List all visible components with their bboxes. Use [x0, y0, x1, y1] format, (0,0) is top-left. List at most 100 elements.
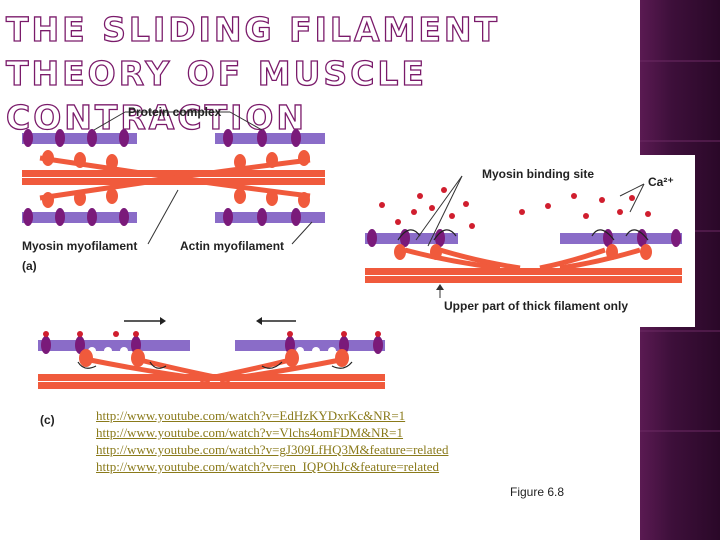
- myosin-binding-site-label: Myosin binding site: [482, 167, 594, 181]
- calcium-ion: [469, 223, 475, 229]
- calcium-ion: [645, 211, 651, 217]
- myosin-head: [430, 244, 442, 260]
- calcium-ion: [77, 331, 83, 337]
- protein-complex: [55, 129, 65, 147]
- protein-complex: [87, 129, 97, 147]
- actin-filament: [22, 133, 137, 144]
- myosin-head: [131, 349, 145, 367]
- calcium-ion: [617, 209, 623, 215]
- calcium-ion: [133, 331, 139, 337]
- myosin-strand: [439, 247, 521, 271]
- myosin-strand: [404, 247, 501, 271]
- video-links: http://www.youtube.com/watch?v=EdHzKYDxr…: [96, 407, 496, 475]
- myosin-filament: [22, 178, 325, 185]
- calcium-ion: [375, 331, 381, 337]
- myosin-filament: [38, 382, 385, 389]
- myosin-head: [42, 150, 54, 166]
- myosin-head: [640, 244, 652, 260]
- calcium-ion: [417, 193, 423, 199]
- protein-complex: [87, 208, 97, 226]
- panel-a: Protein complex Myosin myofilament Actin…: [22, 105, 325, 273]
- protein-complex: [257, 208, 267, 226]
- myosin-strand: [219, 357, 341, 383]
- myosin-head: [285, 349, 299, 367]
- power-stroke-arrow: [331, 361, 353, 369]
- power-stroke-arrow: [261, 361, 283, 369]
- actin-filament: [365, 233, 458, 244]
- calcium-ion: [43, 331, 49, 337]
- myosin-head: [394, 244, 406, 260]
- arrowhead: [256, 317, 262, 325]
- myosin-head: [266, 190, 278, 206]
- myosin-head: [79, 349, 93, 367]
- leader-line: [629, 183, 645, 213]
- leader-line: [415, 175, 463, 241]
- power-stroke-arrow: [149, 361, 167, 369]
- actin-filament: [22, 212, 137, 223]
- decorative-side-band: [640, 0, 720, 540]
- protein-complex: [23, 208, 33, 226]
- calcium-ion: [341, 331, 347, 337]
- protein-complex: [367, 229, 377, 247]
- leader-line: [427, 175, 463, 247]
- calcium-ion: [629, 195, 635, 201]
- myosin-head: [74, 152, 86, 168]
- protein-complex: [291, 129, 301, 147]
- arrowhead: [160, 317, 166, 325]
- actin-myofilament-label: Actin myofilament: [180, 239, 284, 253]
- calcium-ion: [599, 197, 605, 203]
- myosin-myofilament-label: Myosin myofilament: [22, 239, 137, 253]
- binding-arrow: [591, 229, 615, 241]
- panel-c: (c): [38, 317, 385, 427]
- protein-complex-label: Protein complex: [128, 105, 222, 119]
- leader-line: [619, 183, 645, 197]
- actin-filament: [560, 233, 682, 244]
- figure-label: Figure 6.8: [510, 485, 565, 499]
- calcium-label: Ca²⁺: [648, 175, 674, 189]
- calcium-ion: [545, 203, 551, 209]
- leader-line: [291, 221, 313, 245]
- protein-complex: [435, 229, 445, 247]
- myosin-strand: [559, 247, 641, 271]
- protein-complex: [119, 129, 129, 147]
- myosin-strand: [539, 247, 606, 271]
- myosin-head: [266, 152, 278, 168]
- calcium-ion: [449, 213, 455, 219]
- protein-complex: [637, 229, 647, 247]
- myosin-filament: [365, 276, 682, 283]
- protein-complex: [671, 229, 681, 247]
- video-link[interactable]: http://www.youtube.com/watch?v=gJ309LfHQ…: [96, 442, 449, 457]
- binding-arrow: [625, 229, 649, 241]
- myosin-head: [234, 154, 246, 170]
- leader-line: [93, 111, 126, 131]
- myosin-head: [106, 188, 118, 204]
- calcium-ion: [395, 219, 401, 225]
- binding-arrow: [433, 229, 457, 241]
- myosin-head: [42, 192, 54, 208]
- actin-filament: [215, 212, 325, 223]
- myosin-head: [74, 190, 86, 206]
- actin-filament: [215, 133, 325, 144]
- myosin-strand: [39, 157, 311, 201]
- protein-complex: [223, 208, 233, 226]
- protein-complex: [55, 208, 65, 226]
- binding-arrow: [397, 229, 421, 241]
- video-link[interactable]: http://www.youtube.com/watch?v=ren_IQPOh…: [96, 459, 440, 474]
- protein-complex: [223, 129, 233, 147]
- myosin-head: [298, 192, 310, 208]
- video-link[interactable]: http://www.youtube.com/watch?v=Vlchs4omF…: [96, 425, 404, 440]
- calcium-ion: [379, 202, 385, 208]
- arrowhead: [436, 284, 444, 290]
- video-link[interactable]: http://www.youtube.com/watch?v=EdHzKYDxr…: [96, 408, 406, 423]
- actin-filament: [235, 340, 385, 351]
- myosin-filament: [365, 268, 682, 275]
- slide-title: THE SLIDING FILAMENT THEORY OF MUSCLE CO…: [5, 9, 500, 137]
- calcium-ion: [463, 201, 469, 207]
- leader-line: [229, 111, 263, 131]
- protein-complex: [373, 336, 383, 354]
- panel-c-label: (c): [40, 413, 55, 427]
- protein-complex: [257, 129, 267, 147]
- power-stroke-arrow: [77, 361, 97, 369]
